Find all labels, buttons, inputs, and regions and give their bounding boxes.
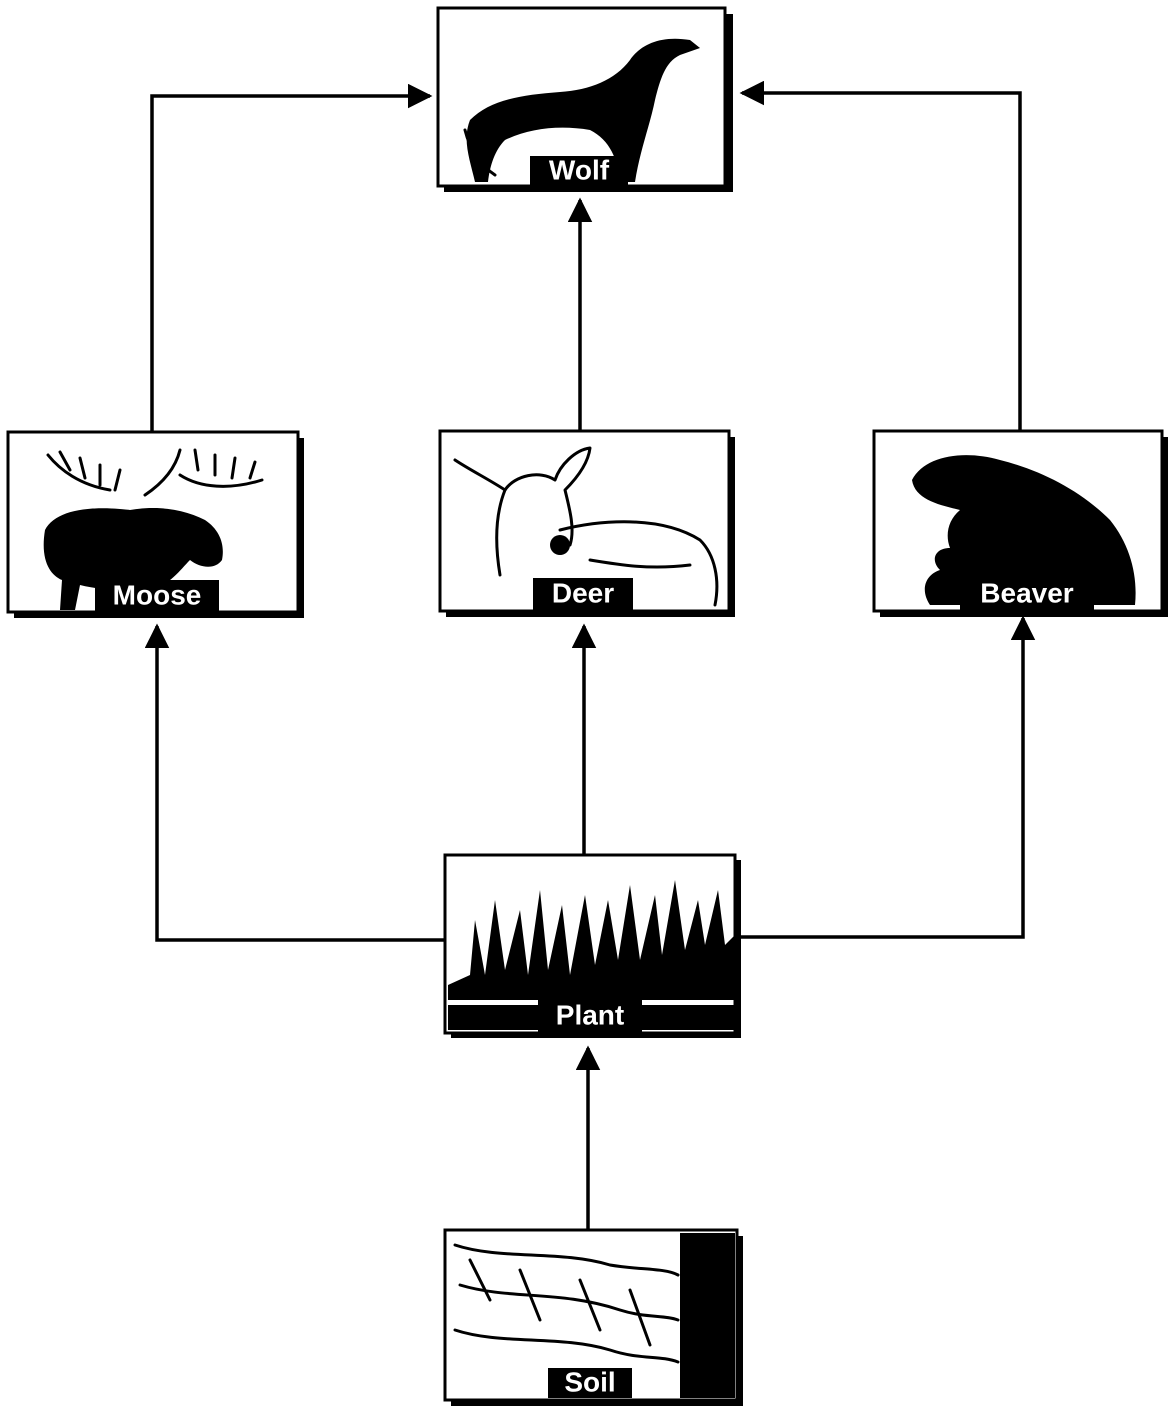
beaver-image: [912, 455, 1136, 605]
deer-label: Deer: [552, 577, 614, 608]
arrow-plant-to-moose: [144, 623, 445, 942]
soil-label: Soil: [564, 1366, 615, 1397]
arrow-plant-to-beaver: [740, 615, 1036, 939]
moose-image: [43, 448, 264, 610]
moose-label-bg: [95, 580, 219, 612]
wolf-label: Wolf: [549, 154, 610, 185]
deer-image: [453, 446, 719, 607]
plant-label-bg: [538, 1000, 642, 1032]
edges: [144, 80, 1036, 1230]
soil-image: [453, 1233, 735, 1398]
arrow-moose-to-wolf: [150, 83, 433, 432]
soil-label-bg: [548, 1368, 632, 1398]
wolf-image: [463, 38, 700, 183]
node-wolf: Wolf: [436, 6, 733, 192]
wolf-label-bg: [530, 156, 628, 186]
node-deer: Deer: [438, 429, 735, 617]
deer-label-bg: [533, 578, 633, 610]
node-moose: Moose: [6, 430, 304, 618]
node-soil: Soil: [443, 1228, 743, 1406]
beaver-label: Beaver: [980, 577, 1074, 608]
beaver-label-bg: [960, 578, 1094, 610]
plant-label: Plant: [556, 999, 624, 1030]
node-plant: Plant: [443, 853, 741, 1038]
moose-label: Moose: [113, 579, 202, 610]
arrow-beaver-to-wolf: [739, 80, 1022, 432]
node-beaver: Beaver: [872, 429, 1168, 617]
